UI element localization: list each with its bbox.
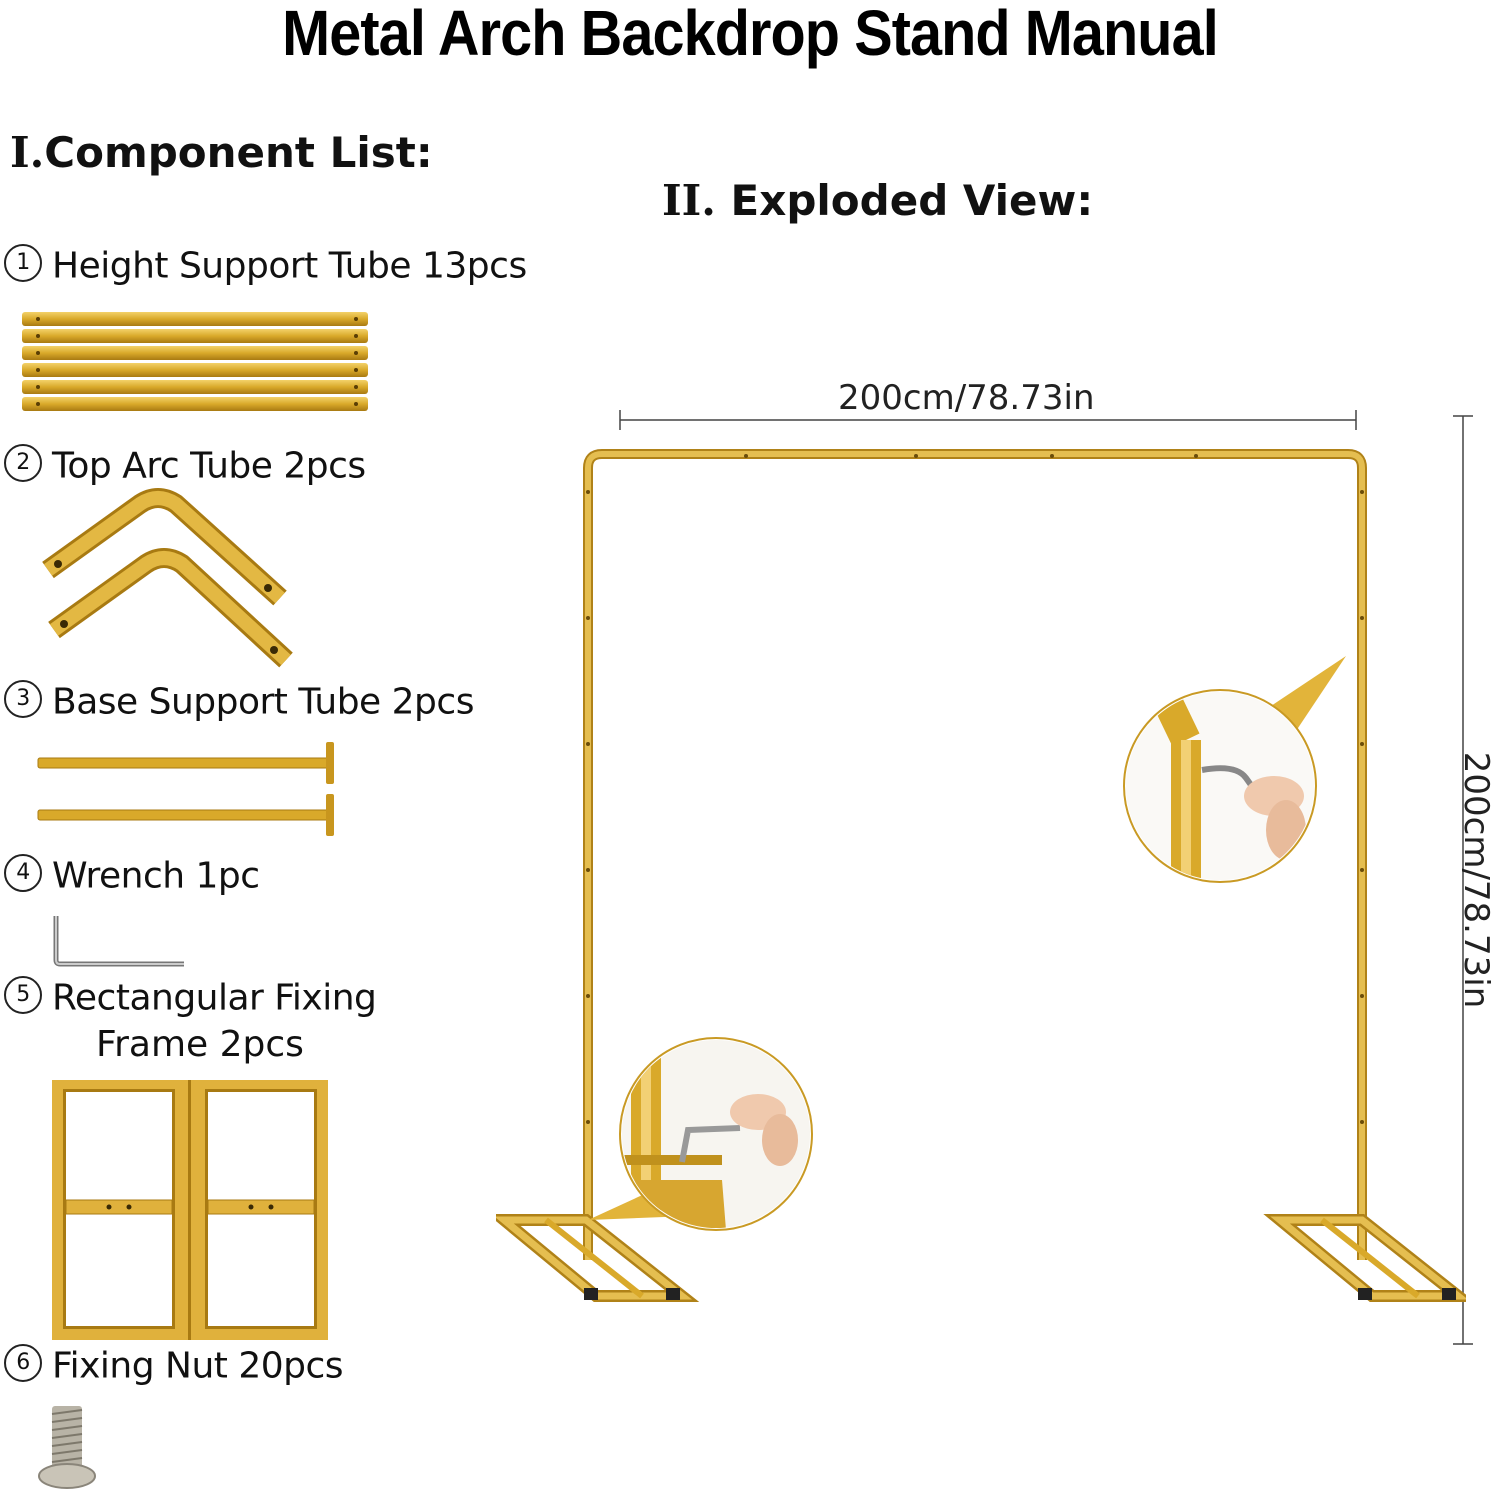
right-base-frame (1263, 1214, 1466, 1302)
component-label: Rectangular Fixing (52, 977, 377, 1019)
component-label: Fixing Nut 20pcs (52, 1345, 344, 1387)
number-badge: 3 (4, 680, 42, 718)
base-detail-callout (588, 1037, 813, 1231)
section-1-title: Component List: (44, 128, 433, 177)
component-item-6: 6 Fixing Nut 20pcs (4, 1344, 344, 1387)
component-label: Base Support Tube 2pcs (52, 681, 474, 723)
component-item-1: 1 Height Support Tube 13pcs (4, 244, 527, 287)
arch-frame (583, 449, 1367, 1260)
section-1-numeral: I. (10, 128, 45, 177)
page-title: Metal Arch Backdrop Stand Manual (282, 0, 1219, 69)
height-support-tubes-image (22, 312, 368, 411)
left-base-frame (496, 1214, 700, 1302)
fixing-frames-image (52, 1080, 328, 1340)
number-badge: 6 (4, 1344, 42, 1382)
height-dimension-line (1453, 415, 1473, 1345)
component-item-2: 2 Top Arc Tube 2pcs (4, 444, 366, 487)
number-badge: 1 (4, 244, 42, 282)
number-badge: 5 (4, 976, 42, 1014)
number-badge: 4 (4, 854, 42, 892)
width-dimension-label: 200cm/78.73in (838, 378, 1095, 418)
fixing-nut-image (38, 1406, 96, 1489)
fixing-frame-left (52, 1080, 192, 1340)
arch-frame-diagram (496, 449, 1466, 1302)
wrench-image (53, 916, 184, 967)
component-item-5: 5 Rectangular Fixing (4, 976, 377, 1019)
section-2-numeral: II. (662, 176, 716, 225)
component-list-heading: I.Component List: (10, 128, 433, 177)
component-label: Height Support Tube 13pcs (52, 245, 527, 287)
width-dimension-line (619, 410, 1357, 430)
joint-detail-callout (1123, 656, 1346, 883)
base-support-tubes-image (37, 742, 334, 836)
exploded-view-heading: II. Exploded View: (662, 176, 1093, 225)
component-item-3: 3 Base Support Tube 2pcs (4, 680, 474, 723)
section-2-title: Exploded View: (730, 176, 1094, 225)
component-label-line-2: Frame 2pcs (96, 1024, 304, 1065)
number-badge: 2 (4, 444, 42, 482)
fixing-frame-right (188, 1080, 328, 1340)
top-arc-tubes-image (42, 488, 293, 668)
component-label: Wrench 1pc (52, 855, 260, 897)
component-item-4: 4 Wrench 1pc (4, 854, 260, 897)
component-label: Top Arc Tube 2pcs (52, 445, 366, 487)
tube-stack (22, 312, 368, 411)
